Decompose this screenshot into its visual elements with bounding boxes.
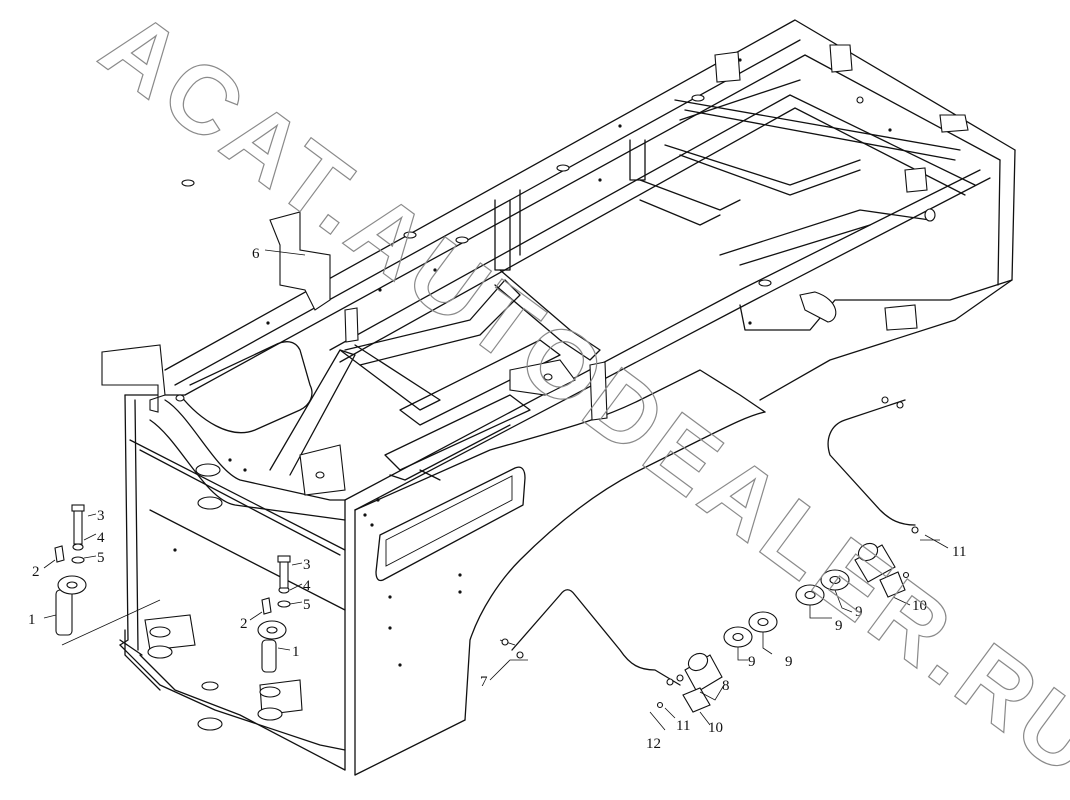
callout-1: 1	[292, 644, 300, 660]
callout-5: 5	[303, 597, 311, 613]
main-frame	[101, 19, 1016, 776]
callout-12: 12	[646, 736, 661, 752]
callout-3: 3	[97, 508, 105, 524]
callout-9: 9	[855, 604, 863, 620]
callout-10: 10	[708, 720, 723, 736]
pin-assembly-left	[43, 504, 161, 646]
callout-8: 8	[722, 678, 730, 694]
cable-left	[489, 589, 681, 686]
callout-4: 4	[97, 530, 105, 546]
callout-9: 9	[748, 654, 756, 670]
cable-right	[827, 396, 949, 549]
callout-labels: 1 2 3 4 5 1 2 3 4 5 6 7 8 9 9 9 9 10 10 …	[28, 246, 966, 752]
callout-2: 2	[240, 616, 248, 632]
callout-7: 7	[480, 674, 488, 690]
callout-6: 6	[252, 246, 260, 262]
frame-holes	[147, 58, 936, 731]
callout-1: 1	[28, 612, 36, 628]
callout-5: 5	[97, 550, 105, 566]
watermark-text: ACAT.AUTODEALER.RU	[83, 0, 1070, 799]
callout-4: 4	[303, 578, 311, 594]
pin-assembly-right	[249, 555, 303, 673]
washers-and-bushings	[264, 249, 911, 731]
callout-3: 3	[303, 557, 311, 573]
callout-11: 11	[676, 718, 690, 734]
callout-9: 9	[785, 654, 793, 670]
callout-9: 9	[835, 618, 843, 634]
callout-11: 11	[952, 544, 966, 560]
callout-2: 2	[32, 564, 40, 580]
callout-10: 10	[912, 598, 927, 614]
